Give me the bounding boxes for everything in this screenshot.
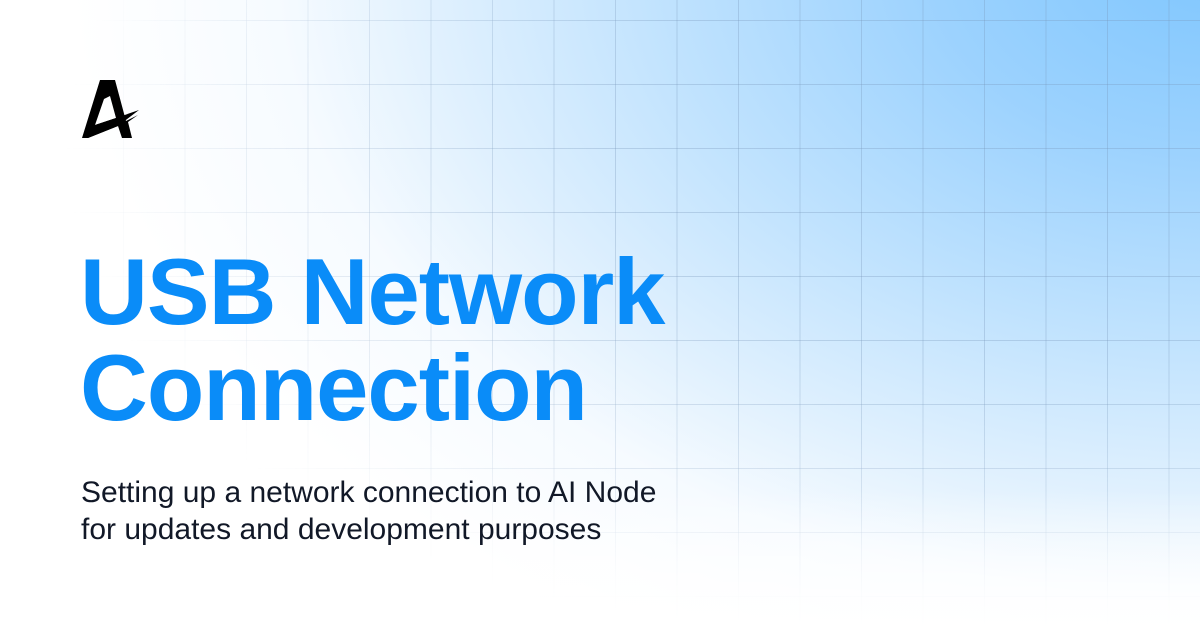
brand-logo-icon bbox=[82, 80, 139, 140]
page-title: USB Network Connection bbox=[80, 239, 665, 440]
page-subtitle: Setting up a network connection to AI No… bbox=[81, 474, 656, 548]
title-line-2: Connection bbox=[80, 335, 588, 440]
bottom-fade bbox=[0, 490, 1200, 630]
letter-a-logo-icon bbox=[82, 80, 139, 138]
title-line-1: USB Network bbox=[80, 239, 665, 344]
subtitle-line-2: for updates and development purposes bbox=[81, 513, 602, 546]
subtitle-line-1: Setting up a network connection to AI No… bbox=[81, 476, 657, 509]
